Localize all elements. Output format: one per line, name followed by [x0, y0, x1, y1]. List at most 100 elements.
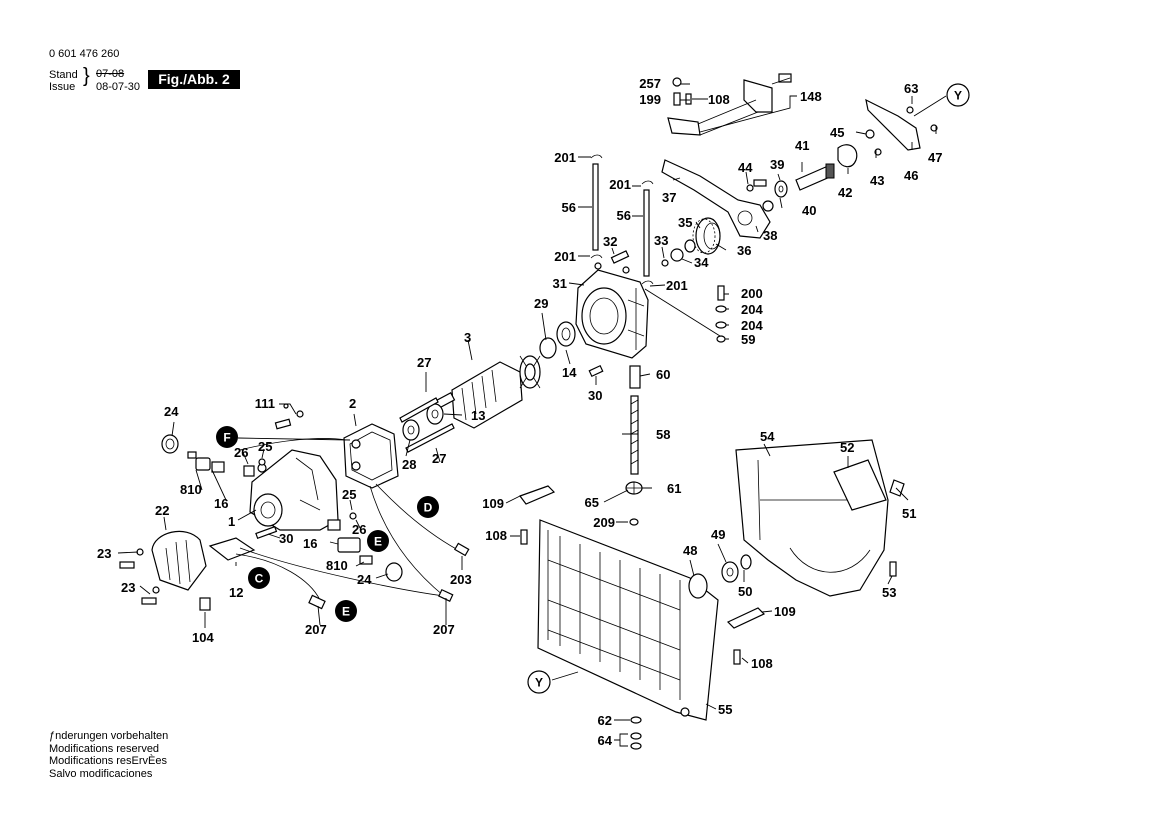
part-number: 0 601 476 260	[49, 48, 120, 60]
callout-257: 257	[639, 76, 661, 91]
callout-38: 38	[763, 228, 777, 243]
callout-203: 203	[450, 572, 472, 587]
callout-201: 201	[554, 249, 576, 264]
callout-109: 109	[774, 604, 796, 619]
footer-line: Salvo modificaciones	[49, 767, 153, 780]
callout-45: 45	[830, 125, 844, 140]
callout-148: 148	[800, 89, 822, 104]
screws-108	[520, 529, 741, 665]
callout-51: 51	[902, 506, 916, 521]
callout-810: 810	[326, 558, 348, 573]
cables	[235, 438, 470, 610]
marker-label: C	[255, 572, 264, 586]
callout-199: 199	[639, 92, 661, 107]
shaft-40	[795, 163, 835, 191]
callout-207: 207	[305, 622, 327, 637]
callout-22: 22	[155, 503, 169, 518]
marker-D: D	[417, 496, 439, 518]
marker-E-upper: E	[367, 530, 389, 552]
callout-26: 26	[352, 522, 366, 537]
callout-44: 44	[738, 160, 753, 175]
marker-Y-bottom: Y	[527, 670, 551, 694]
callout-204: 204	[741, 302, 763, 317]
marker-F: F	[216, 426, 238, 448]
strain-relief-104	[199, 597, 211, 611]
gear-36	[692, 217, 721, 255]
footer-line: Modifications reserved	[49, 742, 160, 755]
bracket-46	[865, 98, 938, 156]
callout-53: 53	[882, 585, 896, 600]
callout-201: 201	[609, 177, 631, 192]
callout-46: 46	[904, 168, 918, 183]
callout-64: 64	[598, 733, 613, 748]
callout-12: 12	[229, 585, 243, 600]
callout-52: 52	[840, 440, 854, 455]
callout-24: 24	[357, 572, 372, 587]
screw-53	[889, 561, 897, 577]
marker-label: Y	[954, 89, 962, 103]
marker-label: F	[223, 431, 230, 445]
marker-Y-top: Y	[946, 83, 970, 107]
callout-58: 58	[656, 427, 670, 442]
callout-200: 200	[741, 286, 763, 301]
callout-16: 16	[214, 496, 228, 511]
callout-204: 204	[741, 318, 763, 333]
small-screws-111	[274, 403, 304, 430]
callout-104: 104	[192, 630, 214, 645]
washers-62-64	[630, 716, 642, 750]
callout-201: 201	[666, 278, 688, 293]
screw-32	[610, 250, 630, 264]
footer-notes: ƒnderungen vorbehalten Modifications res…	[49, 730, 168, 780]
callout-42: 42	[838, 185, 852, 200]
callout-60: 60	[656, 367, 670, 382]
callout-35: 35	[678, 215, 692, 230]
callout-207: 207	[433, 622, 455, 637]
callout-16: 16	[303, 536, 317, 551]
callout-labels: 257 199 108 148 63 45 47 46 44 39 41 43 …	[97, 76, 942, 748]
figure-label: Fig./Abb. 2	[148, 70, 240, 89]
callout-108: 108	[485, 528, 507, 543]
pin-30b	[255, 525, 278, 540]
callout-27: 27	[417, 355, 431, 370]
callout-34: 34	[694, 255, 709, 270]
field-coil-2	[343, 423, 399, 489]
callout-2: 2	[349, 396, 356, 411]
footer-line: ƒnderungen vorbehalten	[49, 730, 169, 742]
callout-65: 65	[585, 495, 599, 510]
leader-lines	[117, 83, 947, 747]
callout-37: 37	[662, 190, 676, 205]
washer-39	[774, 180, 788, 198]
callout-31: 31	[553, 276, 567, 291]
callout-25: 25	[342, 487, 356, 502]
rings-29-14	[539, 321, 604, 378]
adjustment-lever	[661, 159, 774, 239]
stand-label: Stand	[49, 69, 78, 81]
issue-value: 08-07-30	[96, 81, 141, 93]
callout-30: 30	[279, 531, 293, 546]
marker-C: C	[248, 567, 270, 589]
callout-49: 49	[711, 527, 725, 542]
washers-48-50	[688, 554, 752, 599]
callout-36: 36	[737, 243, 751, 258]
marker-E-lower: E	[335, 600, 357, 622]
footer-line: Modifications resErvÈes	[49, 755, 167, 767]
callout-23: 23	[97, 546, 111, 561]
brace: }	[83, 65, 90, 87]
callout-40: 40	[802, 203, 816, 218]
marker-label: E	[374, 535, 382, 549]
callout-56: 56	[617, 208, 631, 223]
callout-24: 24	[164, 404, 179, 419]
bracket-148	[667, 73, 792, 136]
callout-108: 108	[751, 656, 773, 671]
callout-56: 56	[562, 200, 576, 215]
callout-50: 50	[738, 584, 752, 599]
callout-25: 25	[258, 439, 272, 454]
brush-cap-24a	[161, 434, 179, 454]
callout-30: 30	[588, 388, 602, 403]
gear-housing-31	[575, 262, 649, 359]
callout-61: 61	[667, 481, 681, 496]
callout-43: 43	[870, 173, 884, 188]
callout-47: 47	[928, 150, 942, 165]
callout-39: 39	[770, 157, 784, 172]
